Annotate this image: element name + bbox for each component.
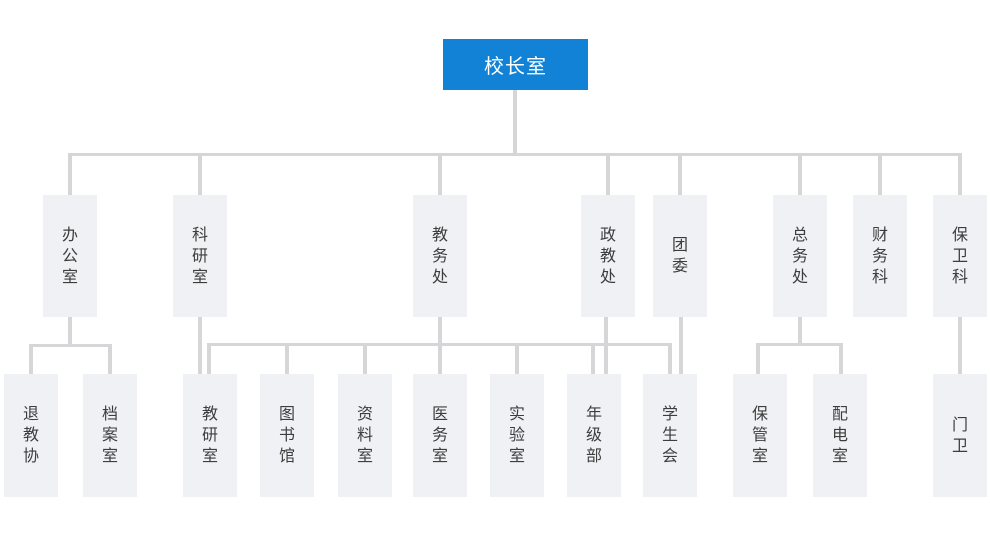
node-label: 保卫科 [951, 226, 968, 286]
node-label: 图书馆 [278, 406, 295, 465]
node-label: 资料室 [356, 406, 373, 465]
node-research-office: 科研室 [173, 195, 227, 317]
connector-drop-youth-league [678, 153, 682, 195]
node-label: 团委 [671, 237, 688, 275]
node-general-affairs-office: 总务处 [773, 195, 827, 317]
node-storage-room: 保管室 [733, 374, 787, 497]
connector-security-to-gate-guard [958, 317, 962, 375]
connector-drop-teaching-research [207, 343, 211, 375]
connector-drop-power-distribution [839, 343, 843, 375]
node-finance-section: 财务科 [853, 195, 907, 317]
connector-drop-security-section [958, 153, 962, 195]
node-retired-teachers-association: 退教协 [4, 374, 58, 497]
node-political-education-office: 政教处 [581, 195, 635, 317]
connector-drop-research-office [198, 153, 202, 195]
node-label: 实验室 [508, 406, 525, 465]
connector-drop-grade-department [591, 343, 595, 375]
connector-root-stem [513, 90, 517, 156]
connector-drop-library [285, 343, 289, 375]
node-label: 档案室 [101, 406, 118, 465]
connector-general-office-stem [68, 317, 72, 345]
node-general-office: 办公室 [43, 195, 97, 317]
node-label: 政教处 [599, 226, 616, 286]
node-library: 图书馆 [260, 374, 314, 497]
connector-drop-reference-room [363, 343, 367, 375]
node-label: 办公室 [61, 226, 78, 286]
node-principal-office: 校长室 [443, 39, 588, 90]
node-label: 保管室 [751, 406, 768, 465]
node-student-union: 学生会 [643, 374, 697, 497]
connector-league-to-student-union [679, 317, 683, 375]
connector-general-office-bus [29, 344, 112, 347]
connector-general-affairs-stem [798, 317, 802, 346]
node-label: 退教协 [22, 406, 39, 465]
node-label: 年级部 [585, 406, 602, 465]
connector-drop-general-office [68, 153, 72, 195]
connector-drop-storage-room [756, 343, 760, 375]
node-grade-department: 年级部 [567, 374, 621, 497]
node-medical-room: 医务室 [413, 374, 467, 497]
node-academic-affairs-office: 教务处 [413, 195, 467, 317]
connector-academic-stem-to-medical [438, 317, 442, 375]
connector-research-to-teaching-research [198, 317, 202, 375]
connector-drop-academic-affairs [438, 153, 442, 195]
node-label: 教务处 [431, 226, 448, 286]
connector-drop-finance-section [878, 153, 882, 195]
node-power-distribution-room: 配电室 [813, 374, 867, 497]
connector-academic-bus [207, 343, 672, 346]
connector-political-to-grade-department [604, 317, 608, 375]
node-youth-league-committee: 团委 [653, 195, 707, 317]
connector-drop-laboratory [515, 343, 519, 375]
node-label: 教研室 [201, 406, 218, 465]
node-label: 财务科 [871, 226, 888, 286]
node-laboratory: 实验室 [490, 374, 544, 497]
node-teaching-research-office: 教研室 [183, 374, 237, 497]
node-security-section: 保卫科 [933, 195, 987, 317]
node-label: 门卫 [951, 416, 968, 455]
connector-drop-retired-teachers [29, 344, 33, 375]
node-gate-guard: 门卫 [933, 374, 987, 497]
node-label: 科研室 [191, 226, 208, 286]
connector-drop-general-affairs [798, 153, 802, 195]
node-reference-room: 资料室 [338, 374, 392, 497]
node-archives-room: 档案室 [83, 374, 137, 497]
node-label: 配电室 [831, 406, 848, 465]
node-label: 学生会 [661, 406, 678, 465]
connector-drop-political-education [606, 153, 610, 195]
connector-general-affairs-bus [756, 343, 843, 346]
connector-level1-bus [68, 153, 962, 156]
node-label: 总务处 [791, 226, 808, 286]
node-label: 医务室 [431, 406, 448, 465]
connector-drop-student-union [668, 343, 672, 375]
connector-drop-archives [108, 344, 112, 375]
node-label: 校长室 [484, 56, 547, 78]
